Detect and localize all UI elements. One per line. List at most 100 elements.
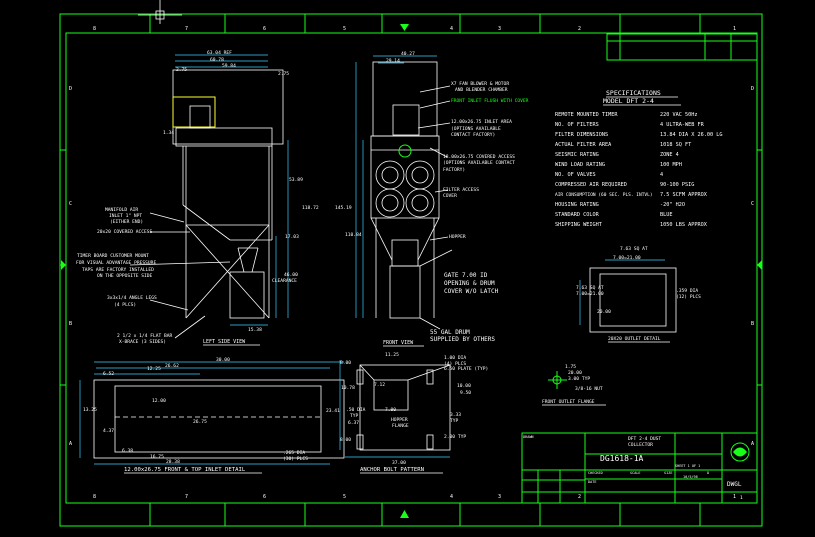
zone-top-1: 1 <box>733 26 736 32</box>
spec-title: SPECIFICATIONS <box>606 89 661 97</box>
inlet-dim-e: 12.00 <box>152 398 166 404</box>
tb-small-1: CHECKED <box>588 471 603 475</box>
note-fan-2: AND BLENDER CHAMBER <box>455 87 508 93</box>
note-front-inlet: FRONT INLET FLUSH WITH COVER <box>451 98 529 104</box>
zone-bottom-8: 8 <box>93 494 96 500</box>
dim-clearance: CLEARANCE <box>272 278 297 284</box>
anchor-bolt-label: ANCHOR BOLT PATTERN <box>360 467 424 473</box>
note-hopper: HOPPER <box>449 234 466 240</box>
note-covered-2: (OPTIONS AVAILABLE CONTACT <box>443 160 515 166</box>
title-block: DFT 2-4 DUST COLLECTOR DG1618-1A DWGL 1 … <box>521 432 758 504</box>
inlet-dim-n: (30) PLCS <box>283 456 308 462</box>
note-access: 20x20 COVERED ACCESS <box>97 229 153 235</box>
dim-46-00: 46.00 <box>284 272 298 278</box>
note-timer-3: TAPS ARE FACTORY INSTALLED <box>82 267 154 273</box>
spec-label-2: FILTER DIMENSIONS <box>555 132 608 138</box>
zone-left-A: A <box>69 441 72 447</box>
zone-left-D: D <box>69 86 72 92</box>
anchor-dim-a: 8.00 <box>340 360 351 366</box>
anchor-dim-j: TYP <box>350 413 359 419</box>
anchor-dim-n: 3.33 <box>450 412 461 418</box>
company-logo-icon <box>730 442 750 462</box>
outlet-dim-e: 7.63 SQ AT <box>576 285 604 291</box>
note-angle-2: (4 PLCS) <box>114 302 136 308</box>
spec-label-10: STANDARD COLOR <box>555 212 600 218</box>
anchor-dim-t: FLANGE <box>392 423 409 429</box>
tb-small-6: SHEET 1 OF 1 <box>675 464 700 468</box>
note-inlet-area-2: (OPTIONS AVAILABLE <box>451 126 501 132</box>
tb-small-2: DATE <box>588 480 596 484</box>
inlet-dim-i: 6.37 <box>348 420 359 426</box>
spec-label-7: COMPRESSED AIR REQUIRED <box>555 182 627 188</box>
zone-bottom-6: 6 <box>263 494 266 500</box>
left-side-view-label: LEFT SIDE VIEW <box>203 339 246 345</box>
tb-small-0: DRAWN <box>523 435 534 439</box>
dim-145-19: 145.19 <box>335 205 352 211</box>
spec-label-5: WIND LOAD RATING <box>555 162 605 168</box>
note-fan-1: X7 FAN BLOWER & MOTOR <box>451 81 509 87</box>
outlet-detail: 7.63 SQ AT 7.00=21.00 7.63 SQ AT 7.00=21… <box>576 246 701 343</box>
dim-118-72: 118.72 <box>302 205 319 211</box>
dim-1-34: 1.34 <box>163 130 174 136</box>
center-arrow-top <box>400 24 409 31</box>
anchor-dim-e: 6.50 PLATE (TYP) <box>444 366 488 372</box>
zone-top-7: 7 <box>185 26 188 32</box>
front-view-notes: X7 FAN BLOWER & MOTOR AND BLENDER CHAMBE… <box>383 81 529 347</box>
note-gate-2: OPENING & DRUM <box>444 280 495 287</box>
anchor-dim-b: 11.25 <box>385 352 399 358</box>
spec-label-0: REMOTE MOUNTED TIMER <box>555 112 618 118</box>
inlet-dim-a: 30.00 <box>216 357 230 363</box>
spec-label-3: ACTUAL FILTER AREA <box>555 142 612 148</box>
anchor-dim-h: 23.41 <box>326 408 340 414</box>
front-view <box>355 55 453 330</box>
spec-value-4: ZONE 4 <box>660 152 679 158</box>
tb-small-7: 10/5/98 <box>683 475 698 479</box>
anchor-dim-c: 1.00 DIA <box>444 355 466 361</box>
center-arrow-bottom <box>400 510 409 518</box>
zone-bottom-5: 5 <box>343 494 346 500</box>
zone-top-4: 4 <box>450 26 453 32</box>
note-timer-1: TIMER BOARD CUSTOMER MOUNT <box>77 253 149 259</box>
inlet-dim-k: 16.75 <box>150 454 164 460</box>
zone-top-5: 5 <box>343 26 346 32</box>
title-line-1: DFT 2-4 DUST <box>628 436 661 442</box>
anchor-dim-k: 7.00 <box>385 407 396 413</box>
zone-bottom-1: 1 <box>733 494 736 500</box>
drawing-border <box>59 13 763 527</box>
outlet-dim-f: 7.00=21.00 <box>576 291 604 297</box>
spec-label-8: AIR CONSUMPTION (60 SEC. PLS. INTVL) <box>555 192 653 198</box>
dim-2-75-b: 2.75 <box>278 71 289 77</box>
anchor-bolt-pattern: 8.00 11.25 1.00 DIA (4) PLCS 6.50 PLATE … <box>326 352 488 474</box>
sheet-number: 1 <box>740 495 743 501</box>
spec-label-1: NO. OF FILTERS <box>555 122 599 128</box>
anchor-dim-s: HOPPER <box>391 417 408 423</box>
zone-right-D: D <box>751 86 754 92</box>
inlet-dim-m: .265 DIA <box>283 450 305 456</box>
dim-53-89: 53.89 <box>289 177 303 183</box>
zone-right-B: B <box>751 321 754 327</box>
spec-label-11: SHIPPING WEIGHT <box>555 222 602 228</box>
zone-bottom-4: 4 <box>450 494 453 500</box>
dim-40-27: 40.27 <box>401 51 415 57</box>
spec-value-8: 7.5 SCFM APPROX <box>660 192 708 198</box>
tb-small-3: SCALE <box>630 471 641 475</box>
anchor-dim-p: 2.00 TYP <box>444 434 466 440</box>
spec-value-1: 4 ULTRA-WEB FR <box>660 122 705 128</box>
spec-value-3: 1018 SQ FT <box>660 142 691 148</box>
flange-dim-b: 20.00 <box>568 370 582 376</box>
zone-bottom-2: 2 <box>578 494 581 500</box>
flange-dim-d: 3/8-16 NUT <box>575 386 603 392</box>
anchor-dim-g: 7.12 <box>374 382 385 388</box>
inlet-dim-j: 6.38 <box>122 448 133 454</box>
zone-top-2: 2 <box>578 26 581 32</box>
note-filter-1: FILTER ACCESS <box>443 187 479 193</box>
center-arrow-right <box>757 260 762 270</box>
anchor-dim-q: 8.00 <box>340 437 351 443</box>
note-drum-1: 55 GAL DRUM <box>430 329 470 336</box>
note-timer-4: ON THE OPPOSITE SIDE <box>97 273 153 279</box>
dim-15-38: 15.38 <box>248 327 262 333</box>
anchor-dim-d: (4) PLCS <box>444 361 466 367</box>
inlet-detail: 30.00 26.62 12.25 6.52 12.00 26.75 13.25… <box>79 357 359 474</box>
